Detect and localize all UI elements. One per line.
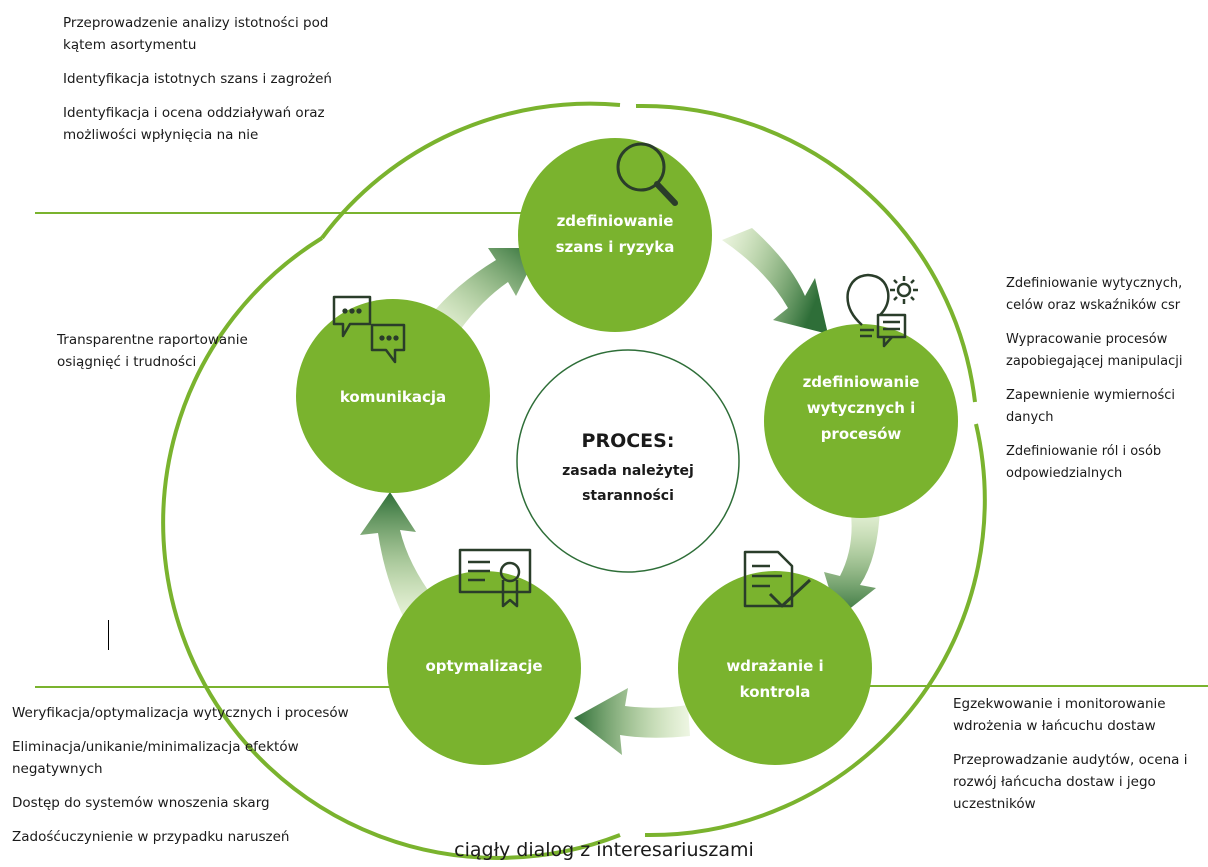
- node-bottom-left-label: optymalizacje: [425, 657, 542, 675]
- center-subtitle-line1: zasada należytej: [562, 463, 694, 479]
- arrow-bottomright-to-bottomleft: [574, 688, 690, 755]
- node-left-circle: [296, 299, 490, 493]
- note-item: Zadośćuczynienie w przypadku naruszeń: [12, 829, 290, 845]
- node-bottom-left-circle: [387, 571, 581, 765]
- node-left-label: komunikacja: [340, 388, 446, 406]
- arrow-left-to-top: [430, 248, 540, 330]
- arrow-top-to-right: [722, 228, 828, 334]
- chat-bubbles-icon: [332, 295, 406, 364]
- text-cursor: [108, 620, 109, 650]
- outer-ring: [161, 101, 987, 860]
- note-item: Transparentne raportowanie osiągnięć i t…: [57, 332, 248, 370]
- node-bottom-right-label-line2: kontrola: [740, 683, 811, 701]
- node-right-circle: [764, 324, 958, 518]
- center-subtitle-line2: staranności: [582, 488, 674, 504]
- node-right-label-line3: procesów: [821, 425, 902, 443]
- notes-left: Transparentne raportowanie osiągnięć i t…: [57, 329, 262, 385]
- note-item: Wypracowanie procesów zapobiegającej man…: [1006, 332, 1183, 369]
- node-top-label-line2: szans i ryzyka: [556, 238, 675, 256]
- node-right-label-line1: zdefiniowanie: [803, 373, 920, 391]
- note-item: Identyfikacja i ocena oddziaływań oraz m…: [63, 105, 325, 143]
- arrow-bottomleft-to-left: [360, 492, 435, 620]
- note-item: Zdefiniowanie wytycznych, celów oraz wsk…: [1006, 276, 1183, 313]
- note-item: Egzekwowanie i monitorowanie wdrożenia w…: [953, 696, 1166, 734]
- note-item: Weryfikacja/optymalizacja wytycznych i p…: [12, 705, 349, 721]
- notes-right: Zdefiniowanie wytycznych, celów oraz wsk…: [1006, 273, 1206, 497]
- notes-bottom-left: Weryfikacja/optymalizacja wytycznych i p…: [12, 702, 412, 860]
- magnifier-icon: [616, 142, 678, 206]
- node-bottom-right-circle: [678, 571, 872, 765]
- node-top-circle: [518, 138, 712, 332]
- lightbulb-gear-icon: [846, 273, 918, 348]
- document-check-icon: [743, 550, 812, 608]
- note-item: Eliminacja/unikanie/minimalizacja efektó…: [12, 739, 299, 777]
- note-item: Zapewnienie wymierności danych: [1006, 388, 1176, 425]
- note-item: Zdefiniowanie ról i osób odpowiedzialnyc…: [1006, 444, 1162, 481]
- node-right-label-line2: wytycznych i: [807, 399, 916, 417]
- note-item: Przeprowadzanie audytów, ocena i rozwój …: [953, 752, 1188, 812]
- notes-top-left: Przeprowadzenie analizy istotności pod k…: [63, 12, 363, 158]
- certificate-icon: [458, 548, 532, 608]
- node-bottom-right-label-line1: wdrażanie i: [726, 657, 823, 675]
- note-item: Przeprowadzenie analizy istotności pod k…: [63, 15, 329, 53]
- note-item: Identyfikacja istotnych szans i zagrożeń: [63, 71, 332, 87]
- arrow-right-to-bottomright: [824, 505, 880, 618]
- bottom-label: ciągły dialog z interesariuszami: [454, 839, 754, 861]
- node-top-label-line1: zdefiniowanie: [557, 212, 674, 230]
- center-title: PROCES:: [582, 430, 675, 452]
- note-item: Dostęp do systemów wnoszenia skarg: [12, 795, 270, 811]
- center-circle: [516, 349, 740, 573]
- notes-bottom-right: Egzekwowanie i monitorowanie wdrożenia w…: [953, 693, 1208, 827]
